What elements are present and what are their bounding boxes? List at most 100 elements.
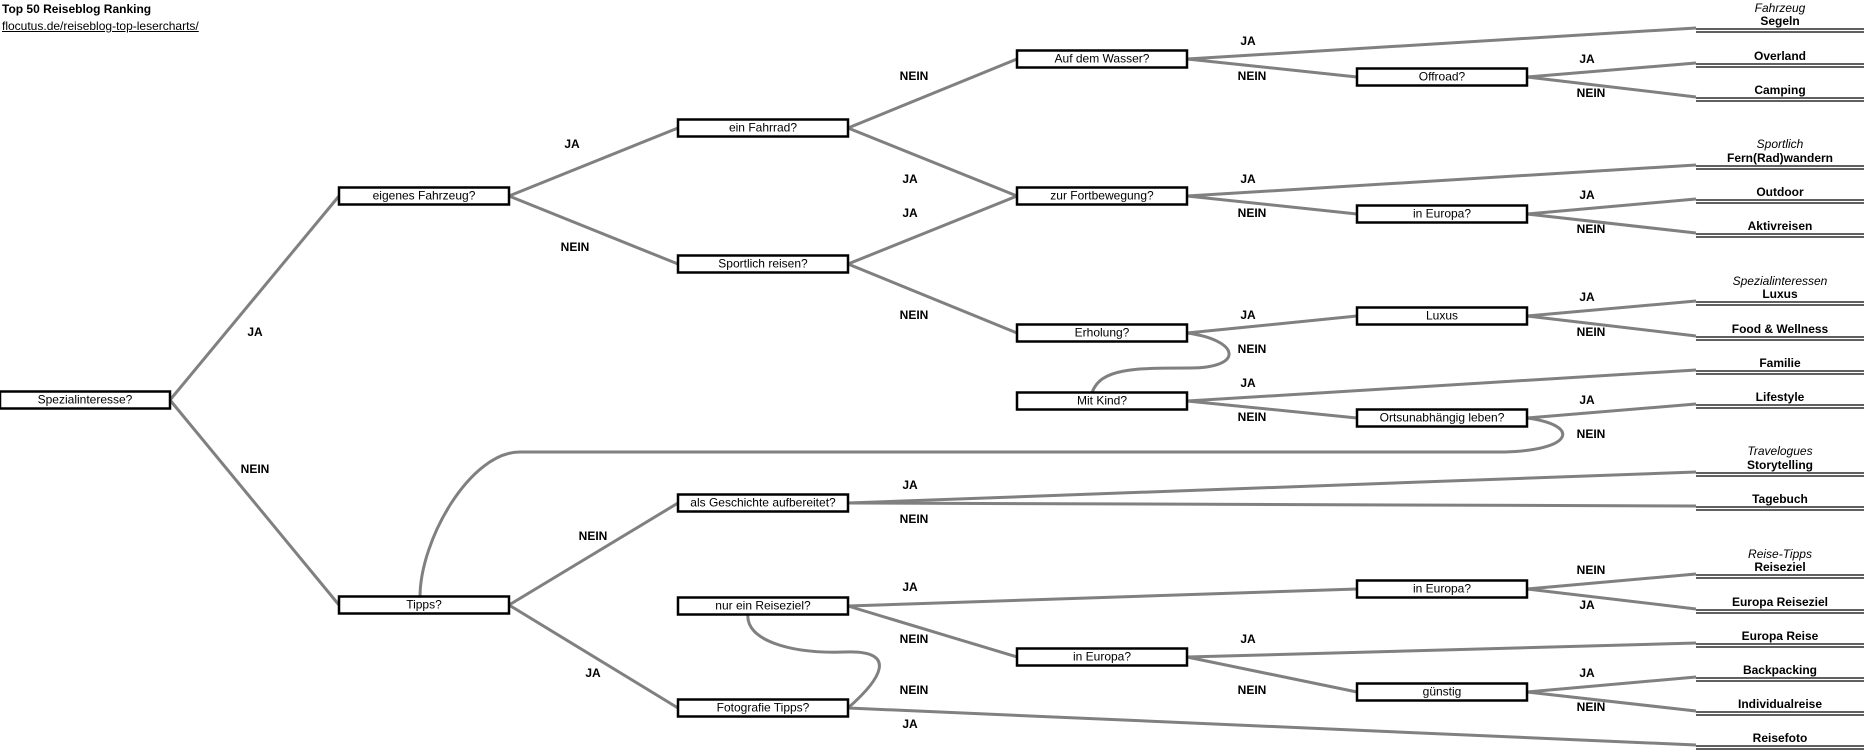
result-familie[interactable]: Familie [1696, 356, 1864, 375]
edge-fahrrad-fortbew [847, 126, 1018, 198]
result-luxusr[interactable]: Luxus [1696, 287, 1864, 306]
edge-europa1-outdoor [1526, 197, 1697, 216]
edge-tipps-foto [508, 603, 679, 710]
edge-label-nein: NEIN [1577, 700, 1606, 714]
decision-box [337, 595, 511, 615]
result-tagebuch[interactable]: Tagebuch [1696, 492, 1864, 511]
edge-label-ja: JA [902, 478, 918, 492]
result-individual[interactable]: Individualreise [1696, 697, 1864, 716]
edge-label-nein: NEIN [1238, 342, 1267, 356]
result-label[interactable]: Lifestyle [1756, 390, 1805, 404]
edge-fahrzeug-sportlich [508, 194, 679, 266]
edge-label-nein: NEIN [561, 240, 590, 254]
result-reisefoto[interactable]: Reisefoto [1696, 731, 1864, 750]
edge-label-nein: NEIN [1238, 410, 1267, 424]
result-lifestyle[interactable]: Lifestyle [1696, 390, 1864, 409]
decision-label: in Europa? [1413, 582, 1471, 596]
result-label[interactable]: Reiseziel [1754, 560, 1805, 574]
decision-ortsun: Ortsunabhängig leben? [1355, 408, 1529, 428]
edge-fortbew-fern [1186, 163, 1697, 198]
decision-label: zur Fortbewegung? [1050, 189, 1154, 203]
result-label[interactable]: Individualreise [1738, 697, 1822, 711]
edge-label-nein: NEIN [1238, 69, 1267, 83]
edge-label-nein: NEIN [1577, 222, 1606, 236]
result-camping[interactable]: Camping [1696, 83, 1864, 102]
result-overland[interactable]: Overland [1696, 49, 1864, 68]
decision-box [1015, 186, 1189, 206]
edge-guenstig-individual [1526, 690, 1697, 713]
edge-geschichte-story [847, 470, 1697, 505]
result-label[interactable]: Fern(Rad)wandern [1727, 151, 1833, 165]
result-label[interactable]: Storytelling [1747, 458, 1813, 472]
edge-label-nein: NEIN [1577, 86, 1606, 100]
source-link[interactable]: flocutus.de/reiseblog-top-lesercharts/ [2, 19, 199, 33]
result-label[interactable]: Familie [1759, 356, 1801, 370]
edge-label-ja: JA [902, 206, 918, 220]
decision-box [1355, 408, 1529, 428]
result-label[interactable]: Backpacking [1743, 663, 1817, 677]
edge-label-nein: NEIN [900, 683, 929, 697]
edge-label-ja: JA [1579, 666, 1595, 680]
result-europareise[interactable]: Europa Reise [1696, 629, 1864, 648]
edge-geschichte-tagebuch [847, 501, 1697, 508]
edge-label-ja: JA [902, 172, 918, 186]
edge-wasser-offroad [1186, 57, 1358, 79]
result-label[interactable]: Outdoor [1756, 185, 1804, 199]
result-nodes: FahrzeugSportlichSpezialinteressenTravel… [1696, 1, 1864, 750]
decision-geschichte: als Geschichte aufbereitet? [676, 493, 850, 513]
result-outdoor[interactable]: Outdoor [1696, 185, 1864, 204]
decision-box [1015, 49, 1189, 69]
decision-europa3: in Europa? [1015, 647, 1189, 667]
decision-box [337, 186, 511, 206]
edge-luxus-food [1526, 314, 1697, 338]
result-label[interactable]: Camping [1754, 83, 1805, 97]
decision-label: als Geschichte aufbereitet? [690, 496, 836, 510]
decision-box [1355, 67, 1529, 87]
edge-label-ja: JA [1579, 393, 1595, 407]
decision-box [676, 596, 850, 616]
edge-reiseziel-europa2 [847, 587, 1358, 608]
result-fern[interactable]: Fern(Rad)wandern [1696, 151, 1864, 170]
decision-box [1355, 204, 1529, 224]
result-aktiv[interactable]: Aktivreisen [1696, 219, 1864, 238]
result-label[interactable]: Europa Reiseziel [1732, 595, 1828, 609]
edge-europa3-europareise [1186, 641, 1697, 659]
edge-label-nein: NEIN [579, 529, 608, 543]
result-label[interactable]: Segeln [1760, 14, 1799, 28]
edge-luxus-luxusr [1526, 299, 1697, 318]
edge-foto-reiseziel [746, 613, 881, 710]
edge-label-nein: NEIN [1577, 325, 1606, 339]
edge-foto-reisefoto [847, 706, 1697, 747]
edges [168, 26, 1697, 747]
result-story[interactable]: Storytelling [1696, 458, 1864, 477]
decision-box [0, 390, 172, 410]
result-reiseziel_r[interactable]: Reiseziel [1696, 560, 1864, 579]
decision-label: Tipps? [406, 598, 442, 612]
result-label[interactable]: Luxus [1762, 287, 1798, 301]
edge-label-ja: JA [1579, 598, 1595, 612]
result-segeln[interactable]: Segeln [1696, 14, 1864, 33]
decision-erholung: Erholung? [1015, 323, 1189, 343]
edge-label-nein: NEIN [900, 512, 929, 526]
edge-label-ja: JA [1240, 632, 1256, 646]
edge-kind-ortsun [1186, 399, 1358, 420]
result-europaziel[interactable]: Europa Reiseziel [1696, 595, 1864, 614]
result-label[interactable]: Overland [1754, 49, 1806, 63]
result-label[interactable]: Tagebuch [1752, 492, 1808, 506]
decision-box [676, 698, 850, 718]
edge-label-ja: JA [1240, 376, 1256, 390]
result-food[interactable]: Food & Wellness [1696, 322, 1864, 341]
edge-sportlich-erholung [847, 262, 1018, 335]
edge-labels: JA NEIN JA NEIN NEIN JA JA NEIN JA NEIN JA NEIN JA NE… [241, 34, 1606, 731]
category-reise-tipps: Reise-Tipps [1748, 547, 1812, 561]
result-label[interactable]: Reisefoto [1753, 731, 1808, 745]
edge-label-nein: NEIN [1238, 683, 1267, 697]
result-label[interactable]: Aktivreisen [1748, 219, 1813, 233]
result-label[interactable]: Europa Reise [1742, 629, 1819, 643]
decision-label: Luxus [1426, 309, 1458, 323]
result-label[interactable]: Food & Wellness [1732, 322, 1829, 336]
edge-ortsun-lifestyle [1526, 402, 1697, 420]
result-backpacking[interactable]: Backpacking [1696, 663, 1864, 682]
edge-label-nein: NEIN [1238, 206, 1267, 220]
